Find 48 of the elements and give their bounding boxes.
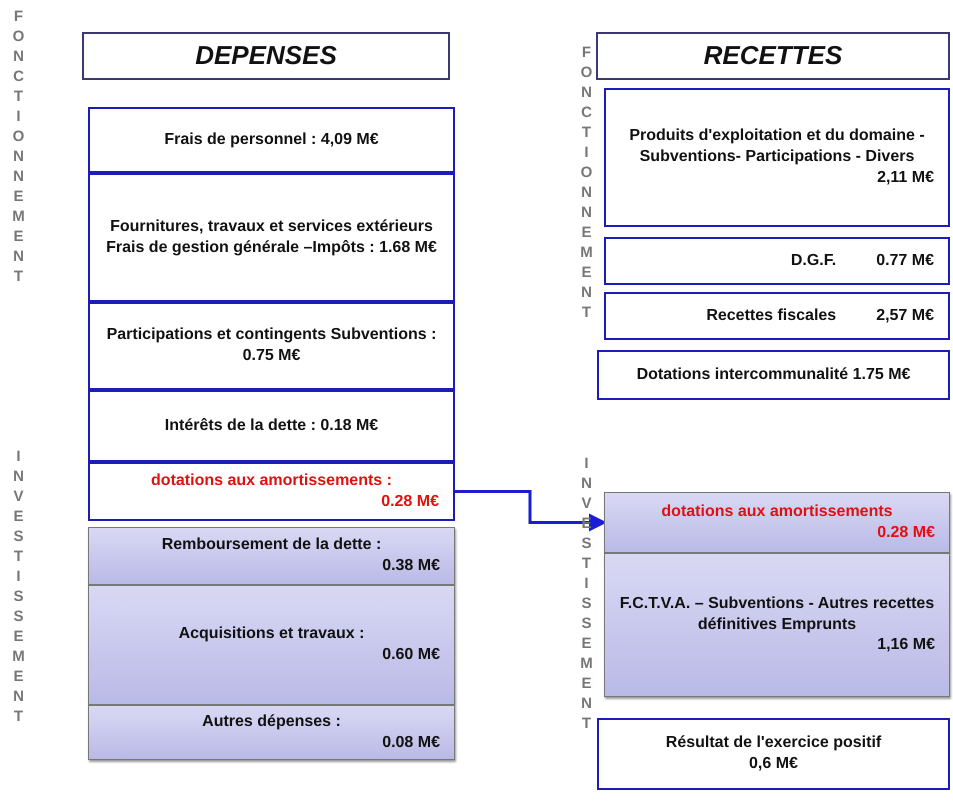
item-text: Intérêts de la dette : 0.18 M€: [164, 416, 380, 436]
amount-text: 0.38 M€: [381, 556, 440, 576]
section-label: INVESTISSEMENT: [10, 448, 27, 728]
amount-text: 0,6 M€: [748, 754, 799, 774]
budget-box: [88, 705, 455, 760]
amount-text: 2,57 M€: [876, 306, 934, 326]
budget-box: [88, 173, 455, 302]
budget-box: [604, 292, 950, 340]
heading-box: [596, 32, 950, 80]
item-text: Fournitures, travaux et services extérieurs Frais de gestion générale –Impôts : 1.68 M€: [105, 216, 438, 258]
budget-box: [597, 350, 950, 400]
budget-box: [88, 527, 455, 585]
item-text: Autres dépenses :: [201, 712, 342, 732]
budget-box: [604, 492, 950, 553]
section-label: INVESTISSEMENT: [578, 455, 595, 735]
budget-box: [604, 553, 950, 697]
budget-box: [604, 237, 950, 285]
budget-box: [604, 88, 950, 227]
item-text: dotations aux amortissements :: [150, 470, 393, 491]
item-text: RECETTES: [702, 39, 844, 72]
section-label: FONCTIONNEMENT: [578, 44, 595, 324]
section-label: FONCTIONNEMENT: [10, 8, 27, 288]
budget-box: [88, 585, 455, 705]
item-text: F.C.T.V.A. – Subventions - Autres recettes définitives Emprunts: [619, 594, 935, 635]
item-text: Dotations intercommunalité 1.75 M€: [636, 364, 912, 385]
item-text: Acquisitions et travaux :: [178, 624, 366, 644]
amount-text: 2,11 M€: [876, 168, 934, 188]
heading-box: [82, 32, 450, 80]
item-text: Recettes fiscales: [706, 306, 836, 326]
item-text: Remboursement de la dette :: [160, 535, 382, 556]
budget-box: [88, 390, 455, 462]
budget-box: [597, 718, 950, 790]
item-text: Participations et contingents Subventions : 0.75 M€: [106, 325, 438, 366]
amount-text: 0.28 M€: [380, 492, 439, 512]
budget-box: [88, 462, 455, 521]
item-text: Produits d'exploitation et du domaine - Subventions- Participations - Divers: [628, 126, 926, 168]
amount-text: 0.08 M€: [381, 732, 440, 752]
item-text: Résultat de l'exercice positif: [664, 733, 882, 754]
amount-text: 0.60 M€: [381, 645, 440, 665]
budget-box: [88, 107, 455, 173]
amount-text: 0.28 M€: [876, 522, 935, 542]
item-text: Frais de personnel : 4,09 M€: [163, 130, 380, 150]
amount-text: 1,16 M€: [876, 635, 935, 656]
budget-box: [88, 302, 455, 390]
item-text: D.G.F.: [790, 250, 836, 271]
item-text: dotations aux amortissements: [660, 502, 894, 522]
item-text: DEPENSES: [194, 39, 338, 72]
amount-text: 0.77 M€: [876, 250, 934, 271]
